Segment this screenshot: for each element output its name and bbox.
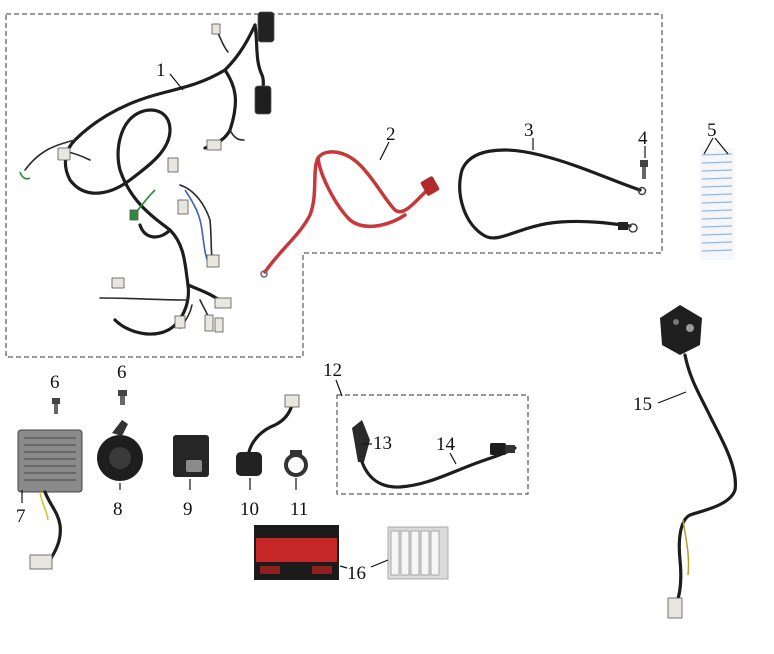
clamp-ring [284, 450, 308, 477]
leader-15 [657, 391, 687, 404]
leader-1 [169, 73, 184, 91]
main-wire-harness [19, 11, 275, 336]
callout-15: 15 [633, 394, 652, 415]
battery-ground-cable [458, 148, 647, 240]
callout-10: 10 [240, 499, 259, 520]
leader-16b [370, 559, 389, 568]
leader-12 [335, 379, 343, 397]
callout-1: 1 [156, 60, 166, 81]
leader-14 [449, 452, 457, 465]
callout-12: 12 [323, 360, 342, 381]
leader-5a [703, 137, 714, 155]
spark-plug-cap [352, 420, 370, 462]
callout-8: 8 [113, 499, 123, 520]
callout-6b: 6 [117, 362, 127, 383]
battery-cable-positive [260, 150, 440, 278]
callout-7: 7 [16, 506, 26, 527]
high-tension-cable [360, 443, 517, 489]
regulator-rectifier [17, 429, 83, 570]
bolt-part-4 [640, 160, 648, 179]
callout-3: 3 [524, 120, 534, 141]
callout-2: 2 [386, 124, 396, 145]
leader-5b [714, 137, 729, 155]
bolt-part-6a [52, 398, 60, 414]
callout-6a: 6 [50, 372, 60, 393]
ignition-coil [236, 394, 300, 476]
callout-4: 4 [638, 128, 648, 149]
bolt-part-6b [118, 390, 127, 405]
group-outline-12 [336, 394, 529, 495]
leader-16a [339, 565, 348, 569]
group-outline-harness [5, 13, 663, 358]
battery [254, 525, 339, 580]
cable-ties [700, 148, 734, 260]
cdi-unit [173, 435, 209, 477]
callout-13: 13 [373, 433, 392, 454]
callout-5: 5 [707, 120, 717, 141]
callout-16: 16 [347, 563, 366, 584]
horn [97, 420, 143, 481]
leader-2 [379, 141, 390, 161]
callout-14: 14 [436, 434, 456, 455]
callout-11: 11 [290, 499, 308, 520]
callout-9: 9 [183, 499, 193, 520]
starter-relay-assembly [660, 305, 738, 619]
battery-electrolyte-pack [387, 526, 449, 580]
